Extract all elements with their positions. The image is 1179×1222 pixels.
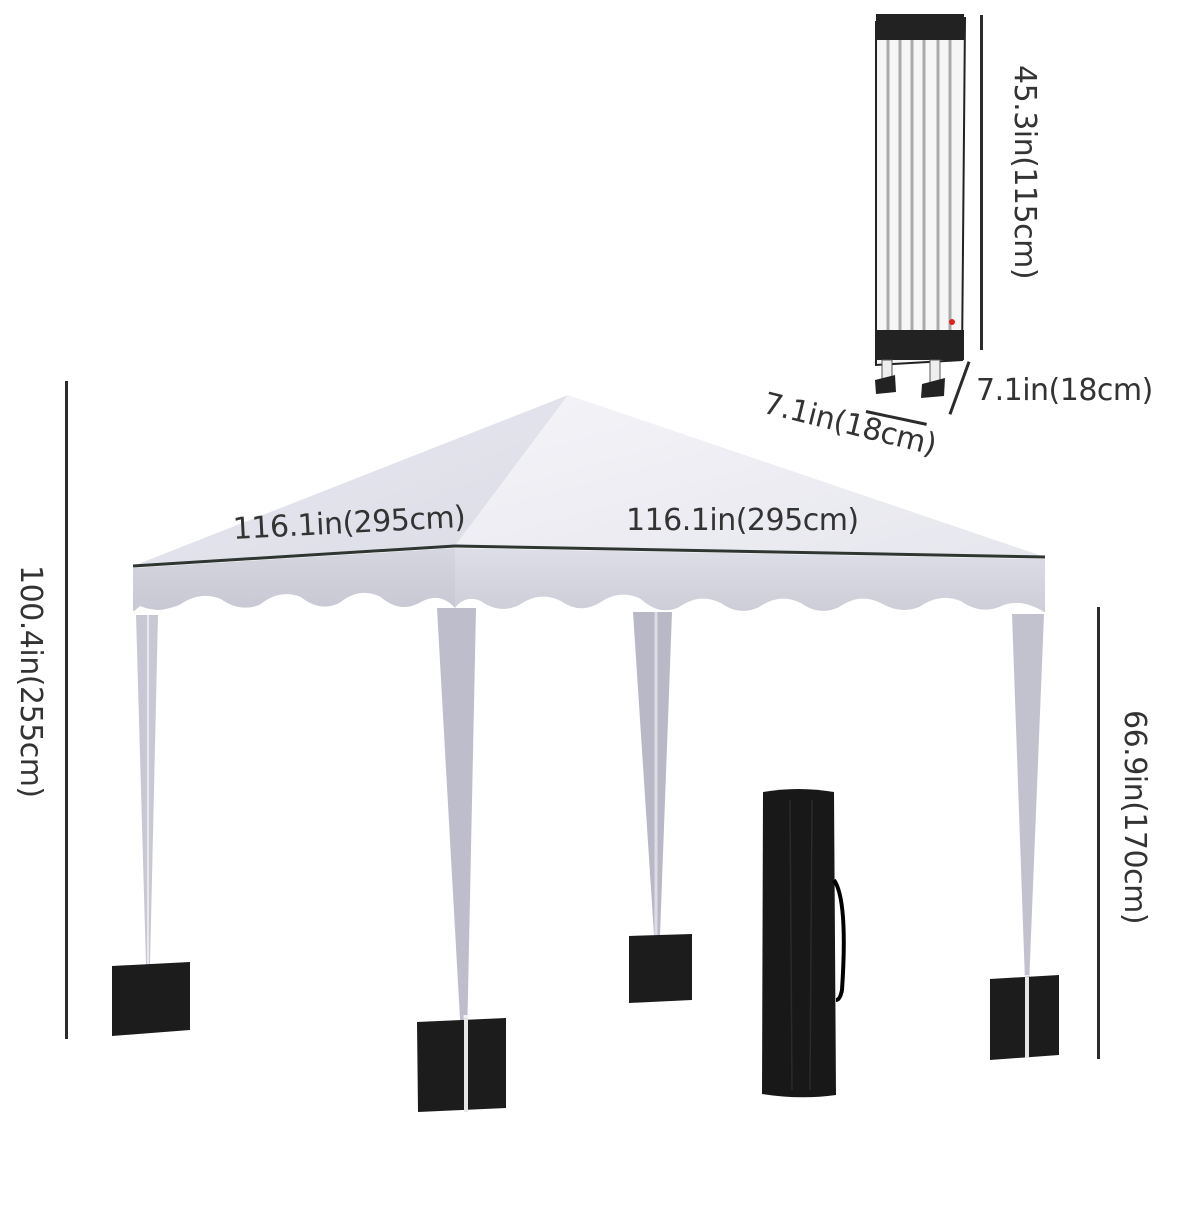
folded-width-label: 7.1in(18cm): [976, 373, 1153, 408]
folded-height-label: 45.3in(115cm): [1007, 65, 1042, 280]
width-right-label: 116.1in(295cm): [626, 503, 859, 538]
leg-height-dimension-line: [1097, 607, 1100, 1059]
total-height-label: 100.4in(255cm): [13, 565, 48, 798]
sandbags: [112, 934, 1059, 1112]
legs: [136, 608, 1044, 1110]
carry-bag: [762, 789, 846, 1098]
total-height-dimension-line: [65, 381, 68, 1039]
leg-height-label: 66.9in(170cm): [1117, 710, 1152, 925]
canopy-top: [132, 395, 1046, 568]
folded-frame: [875, 14, 967, 398]
folded-height-dimension-line: [980, 15, 983, 350]
valance: [132, 548, 1046, 616]
